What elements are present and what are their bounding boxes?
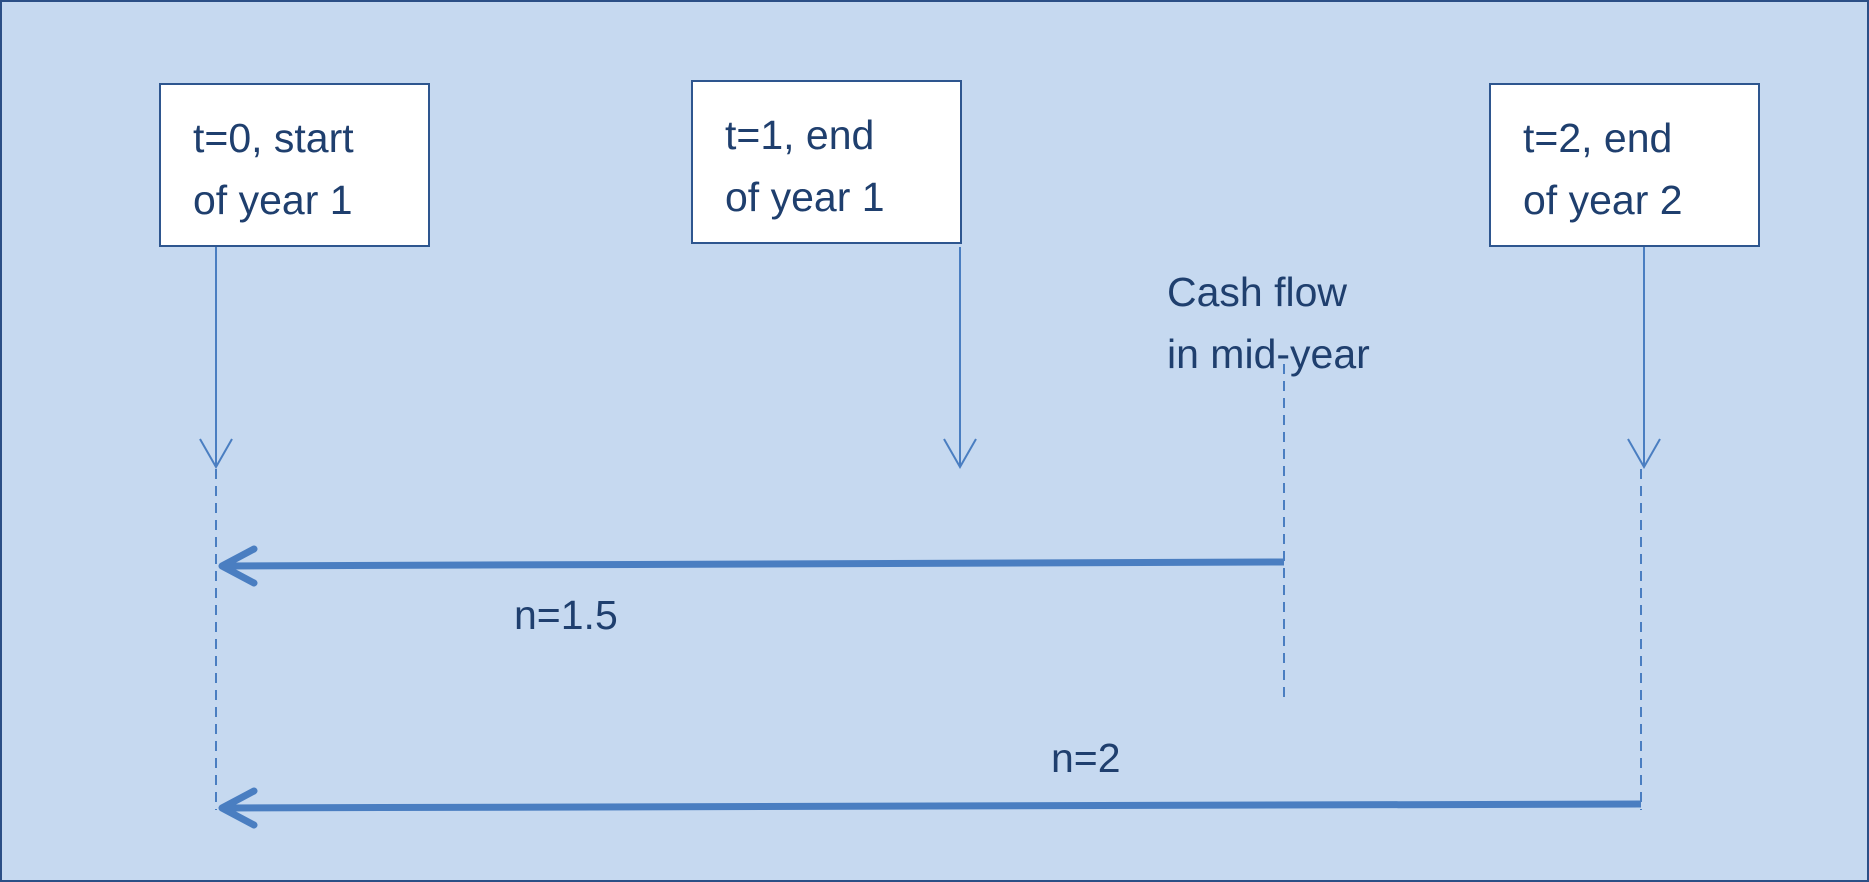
cash-flow-note: Cash flow in mid-year	[1167, 261, 1370, 385]
connector-t0-arrowhead	[199, 438, 233, 470]
time-box-t1-line1: t=1, end	[725, 112, 875, 158]
discount-arrow-year-2-head	[218, 787, 258, 829]
time-box-t2: t=2, end of year 2	[1489, 83, 1760, 247]
time-box-t0: t=0, start of year 1	[159, 83, 430, 247]
time-box-t2-line1: t=2, end	[1523, 115, 1673, 161]
period-label-2: n=2	[1051, 735, 1121, 781]
cash-flow-note-line1: Cash flow	[1167, 269, 1348, 315]
discount-arrow-year-2	[223, 800, 1642, 812]
time-box-t0-line2: of year 1	[193, 177, 353, 223]
discount-arrow-mid-year-head	[218, 545, 258, 587]
time-box-t1: t=1, end of year 1	[691, 80, 962, 244]
discount-arrow-mid-year	[223, 558, 1285, 570]
time-box-t1-line2: of year 1	[725, 174, 885, 220]
connector-t2-arrowhead	[1627, 438, 1661, 470]
connector-t1-arrowhead	[943, 438, 977, 470]
time-box-t2-line2: of year 2	[1523, 177, 1683, 223]
cash-flow-note-line2: in mid-year	[1167, 331, 1370, 377]
time-box-t0-line1: t=0, start	[193, 115, 354, 161]
period-label-1-5: n=1.5	[514, 592, 618, 638]
